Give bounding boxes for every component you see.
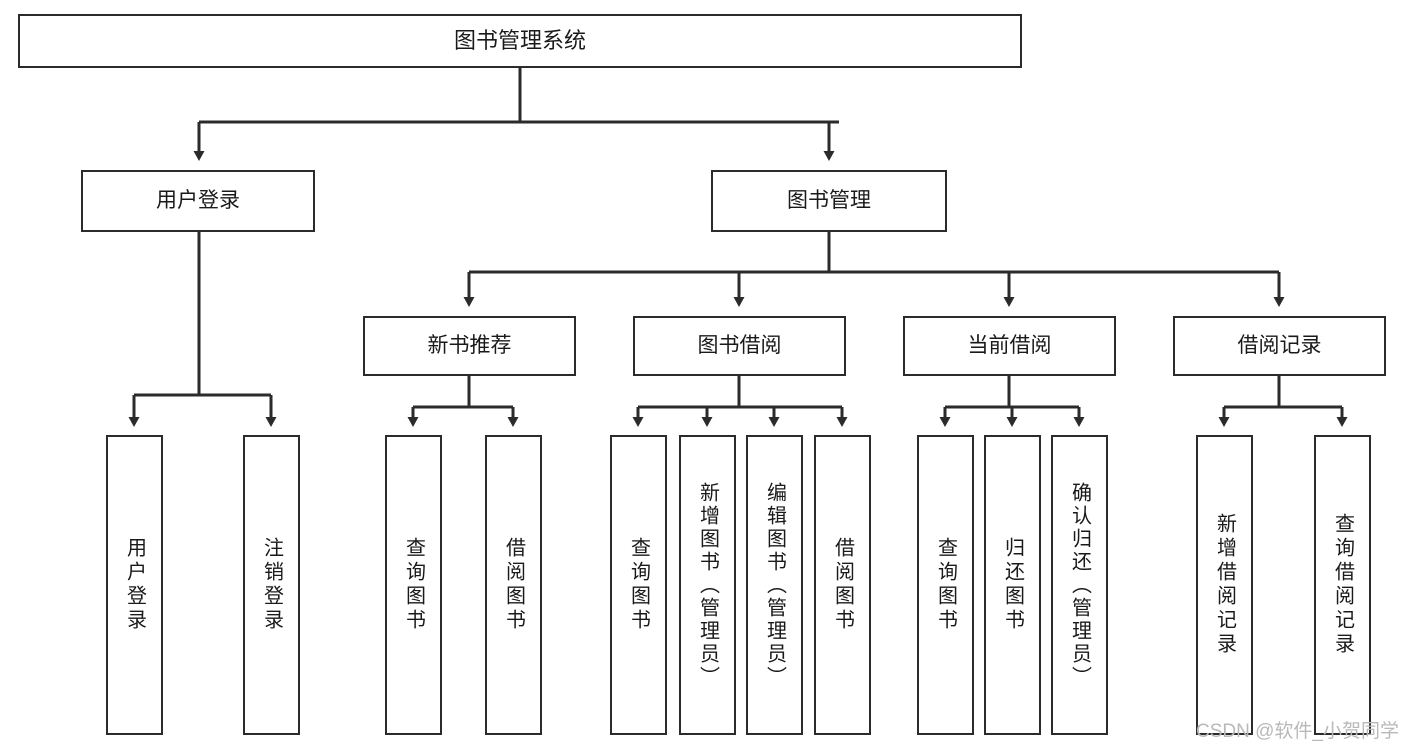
node-leaf-add-book-label: 新增图书（管理员） (696, 481, 719, 689)
node-book-manage[interactable]: 图书管理 (711, 170, 947, 232)
node-leaf-user-login-label: 用户登录 (123, 537, 146, 633)
node-leaf-query-book-2[interactable]: 查询图书 (610, 435, 667, 735)
node-current-borrow-label: 当前借阅 (967, 334, 1052, 358)
node-book-borrow-label: 图书借阅 (697, 334, 782, 358)
node-current-borrow[interactable]: 当前借阅 (903, 316, 1116, 376)
node-leaf-query-book-3-label: 查询图书 (934, 537, 957, 633)
node-new-book-recommend-label: 新书推荐 (427, 334, 512, 358)
node-leaf-query-book-1-label: 查询图书 (402, 537, 425, 633)
node-leaf-add-book[interactable]: 新增图书（管理员） (679, 435, 736, 735)
node-leaf-query-book-1[interactable]: 查询图书 (385, 435, 442, 735)
node-new-book-recommend[interactable]: 新书推荐 (363, 316, 576, 376)
node-leaf-borrow-book-1[interactable]: 借阅图书 (485, 435, 542, 735)
node-book-manage-label: 图书管理 (787, 189, 871, 213)
node-book-borrow[interactable]: 图书借阅 (633, 316, 846, 376)
node-leaf-query-record[interactable]: 查询借阅记录 (1314, 435, 1371, 735)
node-leaf-user-login[interactable]: 用户登录 (106, 435, 163, 735)
node-leaf-confirm-return-label: 确认归还（管理员） (1068, 481, 1091, 689)
node-root-label: 图书管理系统 (453, 27, 586, 53)
node-leaf-confirm-return[interactable]: 确认归还（管理员） (1051, 435, 1108, 735)
node-leaf-query-record-label: 查询借阅记录 (1331, 513, 1354, 657)
node-user-login[interactable]: 用户登录 (81, 170, 315, 232)
node-leaf-add-record-label: 新增借阅记录 (1213, 513, 1236, 657)
node-leaf-query-book-3[interactable]: 查询图书 (917, 435, 974, 735)
node-leaf-return-book[interactable]: 归还图书 (984, 435, 1041, 735)
node-leaf-borrow-book-2-label: 借阅图书 (831, 537, 854, 633)
node-root[interactable]: 图书管理系统 (18, 14, 1022, 68)
node-leaf-borrow-book-1-label: 借阅图书 (502, 537, 525, 633)
node-leaf-add-record[interactable]: 新增借阅记录 (1196, 435, 1253, 735)
node-borrow-record[interactable]: 借阅记录 (1173, 316, 1386, 376)
node-leaf-edit-book-label: 编辑图书（管理员） (763, 481, 786, 689)
node-leaf-borrow-book-2[interactable]: 借阅图书 (814, 435, 871, 735)
node-borrow-record-label: 借阅记录 (1237, 334, 1322, 358)
node-leaf-edit-book[interactable]: 编辑图书（管理员） (746, 435, 803, 735)
node-leaf-return-book-label: 归还图书 (1001, 537, 1024, 633)
node-leaf-query-book-2-label: 查询图书 (627, 537, 650, 633)
csdn-watermark: CSDN @软件_小贺同学 (1196, 721, 1399, 742)
node-leaf-user-logout[interactable]: 注销登录 (243, 435, 300, 735)
node-user-login-label: 用户登录 (156, 189, 240, 213)
node-leaf-user-logout-label: 注销登录 (260, 537, 283, 633)
